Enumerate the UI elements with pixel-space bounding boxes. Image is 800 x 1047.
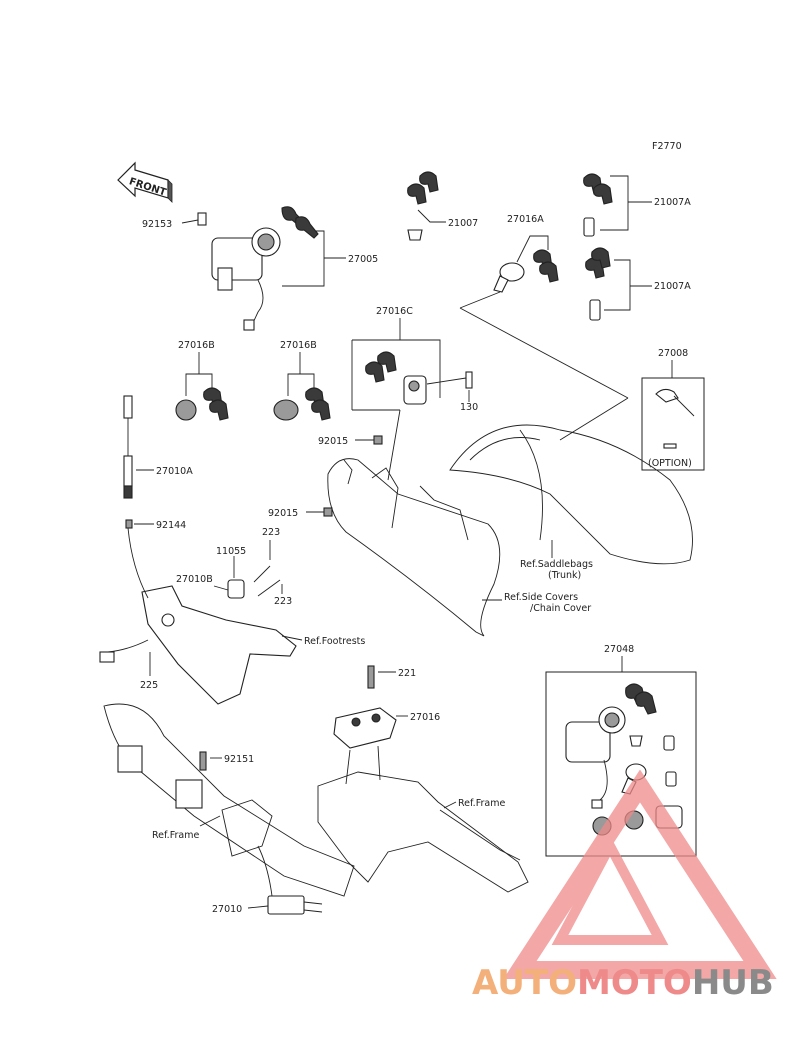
- part-label: 27008: [658, 348, 688, 359]
- option-label: (OPTION): [648, 458, 692, 469]
- frame-tube-left: [103, 703, 355, 897]
- key-27008: [655, 388, 695, 449]
- ref-label: Ref.Frame: [458, 798, 505, 809]
- part-label: 92153: [142, 219, 172, 230]
- bolt-221: [367, 665, 375, 689]
- part-label: 27016A: [507, 214, 544, 225]
- switch-27010A: [123, 395, 133, 529]
- part-label: 21007A: [654, 197, 691, 208]
- part-label: 27016C: [376, 306, 413, 317]
- part-label: 223: [262, 527, 280, 538]
- part-label: 92015: [318, 436, 348, 447]
- clip-92015-upper: [373, 435, 383, 445]
- lock-set-27016B-right: [273, 387, 331, 421]
- lock-27016: [333, 707, 397, 749]
- ref-label: Ref.Side Covers: [504, 592, 578, 603]
- switch-27010: [257, 845, 323, 915]
- ignition-switch-27005: [197, 206, 319, 331]
- part-label: 11055: [216, 546, 246, 557]
- ref-label: (Trunk): [548, 570, 581, 581]
- part-label: 27016: [410, 712, 440, 723]
- lock-set-27016A: [493, 249, 559, 293]
- key-set-21007A-lower: [585, 247, 611, 321]
- part-label: 92151: [224, 754, 254, 765]
- frame-right: [317, 745, 529, 893]
- part-label: 221: [398, 668, 416, 679]
- ref-label: Ref.Footrests: [304, 636, 365, 647]
- part-label: 223: [274, 596, 292, 607]
- watermark-text: AUTOMOTOHUB: [472, 963, 774, 1003]
- part-label: 130: [460, 402, 478, 413]
- part-label: 92015: [268, 508, 298, 519]
- part-label: 27048: [604, 644, 634, 655]
- key-set-21007A-upper: [583, 173, 613, 237]
- watermark-logo: [503, 769, 777, 979]
- part-label: 92144: [156, 520, 186, 531]
- part-label: 27005: [348, 254, 378, 265]
- lock-set-27016B-left: [175, 387, 229, 421]
- part-label: 27010: [212, 904, 242, 915]
- lock-set-27016C: [365, 351, 473, 405]
- part-label: 225: [140, 680, 158, 691]
- ref-label: Ref.Saddlebags: [520, 559, 593, 570]
- ref-label: Ref.Frame: [152, 830, 199, 841]
- key-set-21007: [407, 171, 439, 241]
- part-label: 27010A: [156, 466, 193, 477]
- part-label: 21007: [448, 218, 478, 229]
- side-cover-outline: [327, 458, 501, 637]
- part-label: 27016B: [280, 340, 317, 351]
- front-arrow-icon: FRONT: [117, 161, 173, 203]
- saddlebag-outline: [449, 424, 693, 565]
- clip-92015-lower: [323, 507, 333, 517]
- part-label: 21007A: [654, 281, 691, 292]
- part-label: 27010B: [176, 574, 213, 585]
- part-label: 27016B: [178, 340, 215, 351]
- figure-code: F2770: [652, 141, 682, 152]
- bracket-assembly: [99, 527, 297, 705]
- ref-label: /Chain Cover: [530, 603, 591, 614]
